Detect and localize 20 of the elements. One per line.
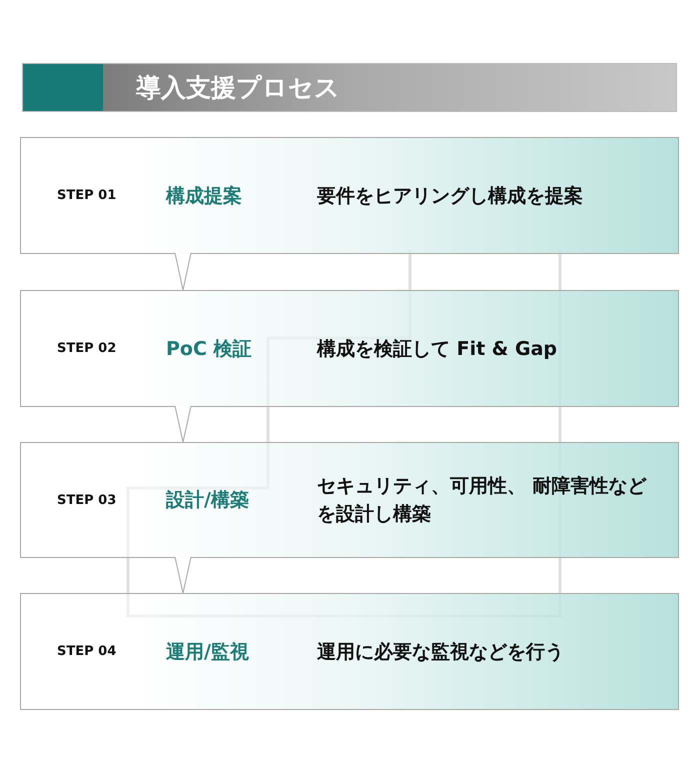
step-title: PoC 検証 <box>166 336 252 362</box>
step-label: STEP 03 <box>57 492 116 508</box>
pointer-notch <box>174 556 192 594</box>
step-label: STEP 04 <box>57 644 116 659</box>
step-title: 構成提案 <box>166 184 242 208</box>
step-label: STEP 01 <box>57 188 116 203</box>
step-box <box>20 290 679 407</box>
pointer-notch <box>174 252 192 290</box>
step-description: 要件をヒアリングし構成を提案 <box>317 184 584 208</box>
step-description: 構成を検証して Fit & Gap <box>317 336 558 362</box>
step-box <box>20 137 679 254</box>
title: 導入支援プロセス <box>136 72 340 104</box>
step-description: セキュリティ、可用性、 耐障害性などを設計し構築 <box>317 474 648 527</box>
step-box <box>20 593 679 710</box>
step-label: STEP 02 <box>57 341 116 356</box>
step-title: 運用/監視 <box>166 640 249 664</box>
step-title: 設計/構築 <box>166 488 249 513</box>
step-description: 運用に必要な監視などを行う <box>317 640 565 664</box>
pointer-notch <box>174 406 192 442</box>
step-box <box>20 442 679 558</box>
